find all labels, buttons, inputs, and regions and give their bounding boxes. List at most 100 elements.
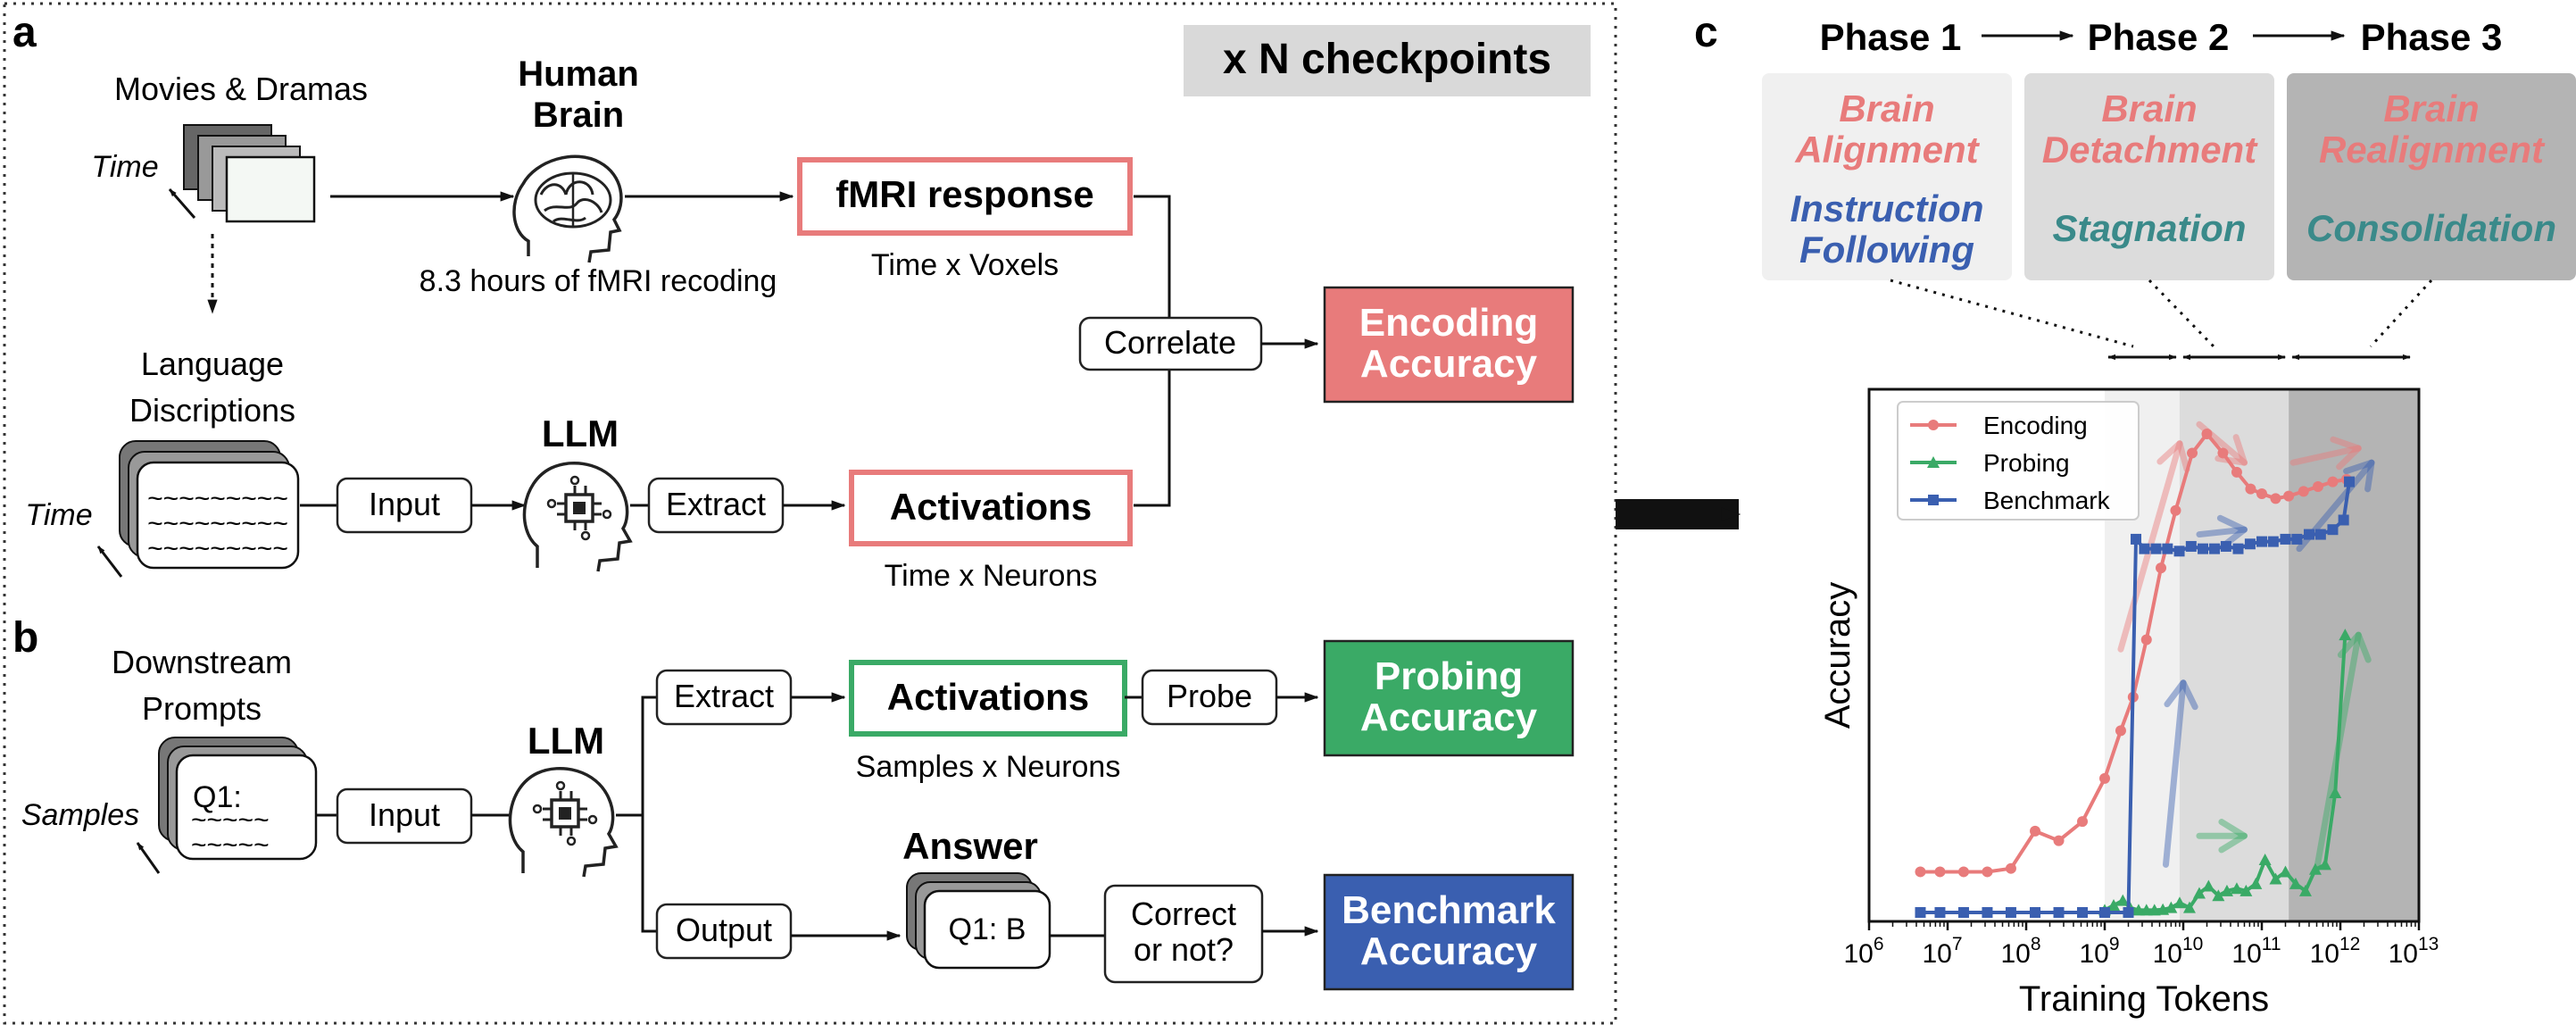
- encoding-point-4: [2005, 862, 2016, 874]
- benchmark-point-19: [2232, 543, 2244, 554]
- phase-3-brain-1: Brain: [2383, 87, 2479, 129]
- fmri-response-box: [797, 157, 1133, 236]
- prompt-q1-label: Q1:: [193, 780, 242, 814]
- trend-arrow-2: [2289, 445, 2362, 466]
- panel-b-label: b: [12, 614, 38, 662]
- probing-point-13: [2212, 889, 2225, 902]
- samples-label: Samples: [21, 798, 139, 832]
- trend-arrow-head-7: [2337, 631, 2372, 663]
- benchmark-point-22: [2267, 536, 2279, 547]
- correlate-text: Correlate: [1104, 324, 1236, 361]
- probing-point-12: [2202, 879, 2215, 892]
- y-axis-label: Accuracy: [1818, 582, 1857, 729]
- phase-2-card: [2024, 73, 2274, 280]
- probing-accuracy-line1: Probing: [1375, 654, 1523, 698]
- prompt-documents-icon: [158, 737, 318, 861]
- x-tick-label-6: 1012: [2310, 934, 2361, 969]
- downstream-label-1: Downstream: [112, 644, 292, 680]
- encoding-point-21: [2283, 490, 2295, 502]
- encoding-point-17: [2231, 466, 2242, 478]
- encoding-accuracy-box: [1323, 286, 1575, 404]
- encoding-point-3: [1982, 866, 1993, 878]
- encoding-point-2: [1957, 866, 1969, 878]
- benchmark-point-14: [2173, 546, 2185, 557]
- probing-accuracy-box: [1323, 639, 1575, 757]
- probing-point-18: [2258, 854, 2272, 866]
- encoding-point-15: [2201, 429, 2213, 439]
- benchmark-point-25: [2303, 529, 2314, 540]
- probing-point-2: [2116, 894, 2130, 906]
- x-tick-label-5: 1011: [2231, 934, 2281, 969]
- trend-arrow-head-3: [2164, 679, 2198, 711]
- probing-point-9: [2173, 896, 2186, 909]
- benchmark-point-28: [2338, 514, 2349, 526]
- phase-1-brain-1: Brain: [1839, 87, 1934, 129]
- legend-label-1: Probing: [1983, 449, 2070, 477]
- legend-label-2: Benchmark: [1983, 487, 2111, 514]
- benchmark-point-5: [2030, 907, 2041, 918]
- legend-marker-2: [1928, 495, 1939, 505]
- probing-point-26: [2339, 629, 2352, 641]
- encoding-accuracy-line2: Accuracy: [1360, 342, 1538, 386]
- probing-point-24: [2318, 858, 2331, 871]
- encoding-point-7: [2077, 816, 2089, 828]
- benchmark-point-10: [2131, 533, 2142, 545]
- probe-text: Probe: [1167, 678, 1252, 714]
- benchmark-point-18: [2220, 540, 2231, 552]
- llm-head-icon-b: [508, 766, 619, 878]
- encoding-point-0: [1915, 866, 1926, 878]
- answer-documents-icon: [906, 872, 1051, 970]
- benchmark-point-2: [1957, 907, 1969, 918]
- probing-accuracy-line2: Accuracy: [1360, 696, 1538, 739]
- answer-title: Answer: [902, 825, 1038, 867]
- language-label-2: Discriptions: [129, 392, 295, 429]
- plot-frame: [1867, 387, 2421, 923]
- activations-box-b: [849, 660, 1127, 737]
- language-tilde-1: ~~~~~~~~~: [147, 484, 288, 513]
- benchmark-point-12: [2150, 543, 2162, 554]
- legend-box: [1897, 401, 2140, 521]
- activations-text-a: Activations: [890, 486, 1092, 528]
- human-brain-icon: [512, 154, 623, 263]
- prompt-tilde-2: ~~~~~: [191, 830, 270, 860]
- correct-text-1: Correct: [1131, 896, 1236, 932]
- benchmark-accuracy-box: [1323, 873, 1575, 991]
- phase-3-brain-2: Realignment: [2319, 129, 2546, 171]
- x-tick-label-4: 1010: [2153, 934, 2204, 969]
- movies-label: Movies & Dramas: [114, 71, 368, 107]
- phase-2-other-1: Stagnation: [2053, 207, 2247, 249]
- encoding-point-16: [2217, 447, 2229, 459]
- encoding-point-24: [2327, 476, 2339, 487]
- probing-point-20: [2279, 865, 2292, 878]
- benchmark-point-11: [2139, 543, 2150, 554]
- panel-ab-frame: [3, 2, 1617, 1025]
- x-tick-label-0: 106: [1843, 934, 1883, 969]
- encoding-accuracy-line1: Encoding: [1359, 301, 1538, 345]
- probing-point-19: [2269, 872, 2282, 885]
- encoding-point-8: [2099, 772, 2110, 784]
- phase-region-2: [2179, 389, 2289, 921]
- phase-3-card: [2287, 73, 2576, 280]
- input-text-a: Input: [369, 486, 440, 522]
- trend-arrow-head-4: [2216, 514, 2248, 549]
- probing-point-21: [2289, 877, 2302, 889]
- legend-marker-1: [1927, 456, 1940, 468]
- encoding-point-23: [2313, 480, 2324, 492]
- llm-title-a: LLM: [542, 412, 619, 454]
- fmri-recording-label: 8.3 hours of fMRI recoding: [420, 264, 777, 298]
- language-label-1: Language: [141, 346, 284, 382]
- llm-title-b: LLM: [528, 720, 604, 762]
- checkpoints-tag: [1184, 25, 1591, 96]
- legend-label-0: Encoding: [1983, 412, 2088, 439]
- prompt-tilde-1: ~~~~~: [191, 805, 270, 835]
- encoding-point-22: [2298, 486, 2309, 497]
- phase-1-other-2: Following: [1799, 229, 1974, 271]
- probing-point-4: [2131, 904, 2145, 916]
- language-tilde-3: ~~~~~~~~~: [147, 534, 288, 563]
- phase-2-brain-1: Brain: [2101, 87, 2197, 129]
- checkpoints-tag-text: x N checkpoints: [1223, 36, 1551, 83]
- benchmark-point-4: [2005, 907, 2016, 918]
- extract-text-b: Extract: [674, 678, 774, 714]
